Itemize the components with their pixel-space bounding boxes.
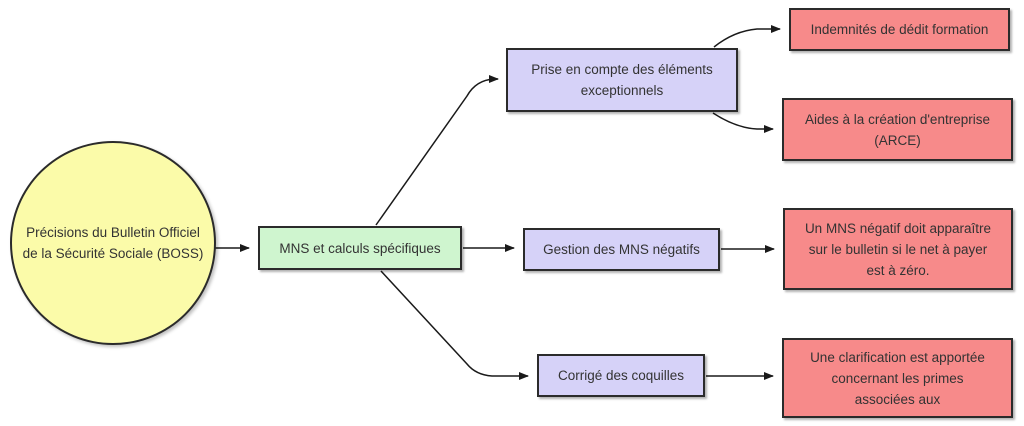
edge-exceptional-leaf-dedit xyxy=(713,25,781,48)
leaf-node-primes-clarification: Une clarification est apportée concernan… xyxy=(782,338,1013,418)
branch-node-elements-exceptionnels: Prise en compte des éléments exceptionne… xyxy=(506,48,738,112)
root-node-boss: Précisions du Bulletin Officiel de la Sé… xyxy=(10,141,216,345)
edge-exceptional-leaf-arce xyxy=(712,112,774,133)
edge-topic-branch-typos xyxy=(380,270,529,380)
branch-node-corrige-coquilles: Corrigé des coquilles xyxy=(537,354,705,397)
leaf-node-arce: Aides à la création d'entreprise (ARCE) xyxy=(782,98,1013,161)
branch-node-mns-negatifs: Gestion des MNS négatifs xyxy=(523,228,720,271)
edge-topic-branch-exceptional xyxy=(375,75,499,226)
topic-node-mns-calculs: MNS et calculs spécifiques xyxy=(258,226,462,270)
leaf-node-indemnites-dedit: Indemnités de dédit formation xyxy=(789,8,1010,51)
leaf-node-mns-negatif-detail: Un MNS négatif doit apparaître sur le bu… xyxy=(783,208,1013,290)
